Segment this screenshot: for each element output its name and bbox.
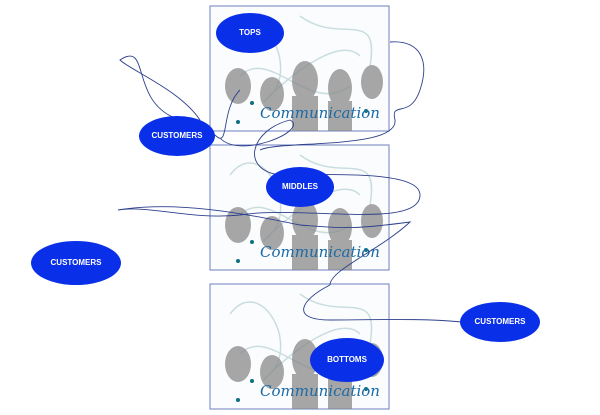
node-label: TOPS [239, 28, 261, 37]
node-bottoms[interactable]: BOTTOMS [310, 338, 384, 382]
connector-lines [117, 41, 463, 323]
node-middles[interactable]: MIDDLES [266, 167, 334, 207]
panel-bottom: Communication [209, 283, 390, 410]
node-label: BOTTOMS [327, 355, 368, 364]
node-customers-1[interactable]: CUSTOMERS [139, 116, 215, 156]
node-tops[interactable]: TOPS [216, 13, 284, 53]
node-label: MIDDLES [282, 182, 319, 191]
node-label: CUSTOMERS [51, 258, 103, 267]
node-label: CUSTOMERS [475, 317, 527, 326]
node-customers-3[interactable]: CUSTOMERS [460, 302, 540, 342]
panel-caption: Communication [260, 104, 380, 122]
panel-caption: Communication [260, 243, 380, 261]
node-label: CUSTOMERS [152, 131, 204, 140]
panel-caption: Communication [260, 382, 380, 400]
panel-top: Communication [209, 5, 390, 132]
node-customers-2[interactable]: CUSTOMERS [31, 241, 121, 285]
panel-middle: Communication [209, 144, 390, 271]
